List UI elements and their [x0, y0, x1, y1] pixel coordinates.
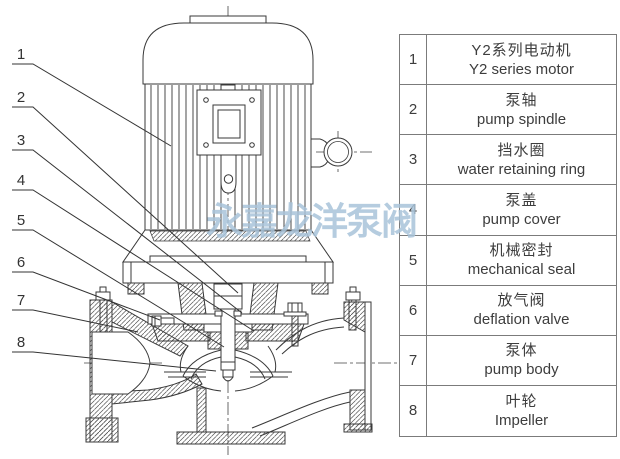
part-name-en: Y2 series motor — [468, 60, 575, 78]
suction-bore — [91, 331, 151, 395]
callout-label-3: 3 — [17, 132, 25, 149]
callout-label-7: 7 — [17, 292, 25, 309]
leader-4 — [12, 189, 255, 332]
part-name-en: pump body — [484, 361, 559, 379]
part-name-en: deflation valve — [473, 311, 570, 329]
leader-8 — [12, 351, 217, 372]
part-description: 泵盖 pump cover — [427, 185, 616, 236]
part-number: 7 — [400, 335, 427, 386]
part-name-cn: Y2系列电动机 — [471, 41, 572, 59]
motor-drawing — [122, 15, 353, 295]
part-number: 1 — [400, 35, 427, 86]
part-name-cn: 泵轴 — [505, 91, 538, 109]
part-number: 6 — [400, 285, 427, 336]
part-number: 5 — [400, 235, 427, 286]
part-number: 3 — [400, 135, 427, 186]
part-number: 4 — [400, 185, 427, 236]
pump-base — [176, 387, 286, 445]
discharge-flange — [251, 286, 373, 437]
leader-5 — [12, 229, 225, 348]
part-name-cn: 叶轮 — [505, 392, 538, 410]
fan-cover-tab — [189, 15, 267, 24]
parts-table: 1 Y2系列电动机 Y2 series motor 2 泵轴 pump spin… — [399, 34, 617, 437]
part-name-cn: 挡水圈 — [497, 141, 546, 159]
part-description: 叶轮 Impeller — [427, 386, 616, 436]
part-name-cn: 机械密封 — [489, 242, 554, 260]
impeller-part — [164, 349, 292, 392]
volute-cutwater — [179, 345, 277, 373]
suction-cone-lower — [111, 373, 203, 405]
motor-flange — [122, 229, 334, 295]
terminal-box — [196, 84, 262, 156]
leader-7 — [12, 309, 139, 333]
part-name-en: water retaining ring — [457, 160, 586, 178]
motor-lug — [220, 154, 237, 194]
part-number: 2 — [400, 85, 427, 136]
water-retaining-ring-part — [214, 310, 223, 317]
part-number: 8 — [400, 385, 427, 436]
leader-6 — [12, 271, 161, 321]
part-name-en: pump cover — [482, 210, 561, 228]
callout-label-4: 4 — [17, 172, 25, 189]
deflation-valve-part — [151, 315, 175, 327]
pump-drawing — [85, 282, 373, 445]
leader-1 — [12, 63, 172, 147]
callout-label-6: 6 — [17, 254, 25, 271]
callout-label-1: 1 — [17, 46, 25, 63]
part-name-cn: 泵盖 — [505, 191, 538, 209]
part-name-en: mechanical seal — [467, 261, 576, 279]
part-description: Y2系列电动机 Y2 series motor — [427, 35, 616, 86]
part-name-cn: 泵体 — [505, 342, 538, 360]
part-description: 机械密封 mechanical seal — [427, 236, 616, 286]
motor-side-flange — [311, 137, 353, 168]
leader-lines — [12, 63, 255, 372]
leader-3 — [12, 149, 243, 314]
part-name-cn: 放气阀 — [497, 292, 546, 310]
part-description: 泵体 pump body — [427, 336, 616, 386]
fan-cover-dome — [142, 22, 314, 85]
part-description: 泵轴 pump spindle — [427, 85, 616, 136]
leader-2 — [12, 106, 239, 294]
part-name-en: Impeller — [494, 411, 549, 429]
callout-label-8: 8 — [17, 334, 25, 351]
callout-numbers: 1 2 3 4 5 6 7 8 — [17, 46, 25, 351]
cover-bolt — [283, 302, 307, 347]
part-name-en: pump spindle — [476, 110, 567, 128]
water-retaining-ring-part — [233, 310, 242, 317]
callout-label-2: 2 — [17, 89, 25, 106]
part-description: 挡水圈 water retaining ring — [427, 135, 616, 186]
part-description: 放气阀 deflation valve — [427, 286, 616, 336]
callout-label-5: 5 — [17, 212, 25, 229]
